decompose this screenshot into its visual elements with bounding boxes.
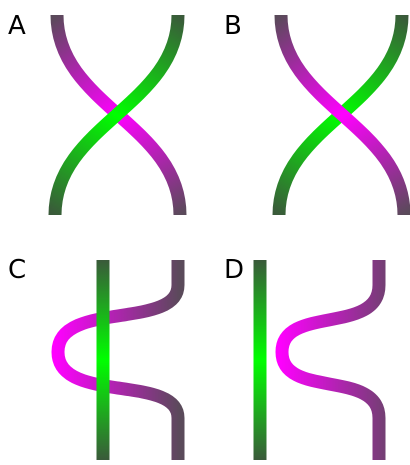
magenta-strand-b xyxy=(274,14,410,216)
panel-b: B xyxy=(224,11,410,216)
panel-label-d: D xyxy=(224,255,244,285)
magenta-loop-strand-d xyxy=(275,260,386,460)
panel-d: D xyxy=(224,255,386,460)
panel-label-c: C xyxy=(8,255,26,285)
panel-a: A xyxy=(8,11,187,216)
panel-label-b: B xyxy=(224,11,242,41)
panel-c: C xyxy=(8,255,185,460)
green-strand-a xyxy=(48,14,185,216)
panel-label-a: A xyxy=(8,11,26,41)
magenta-loop-strand-c xyxy=(51,260,185,460)
